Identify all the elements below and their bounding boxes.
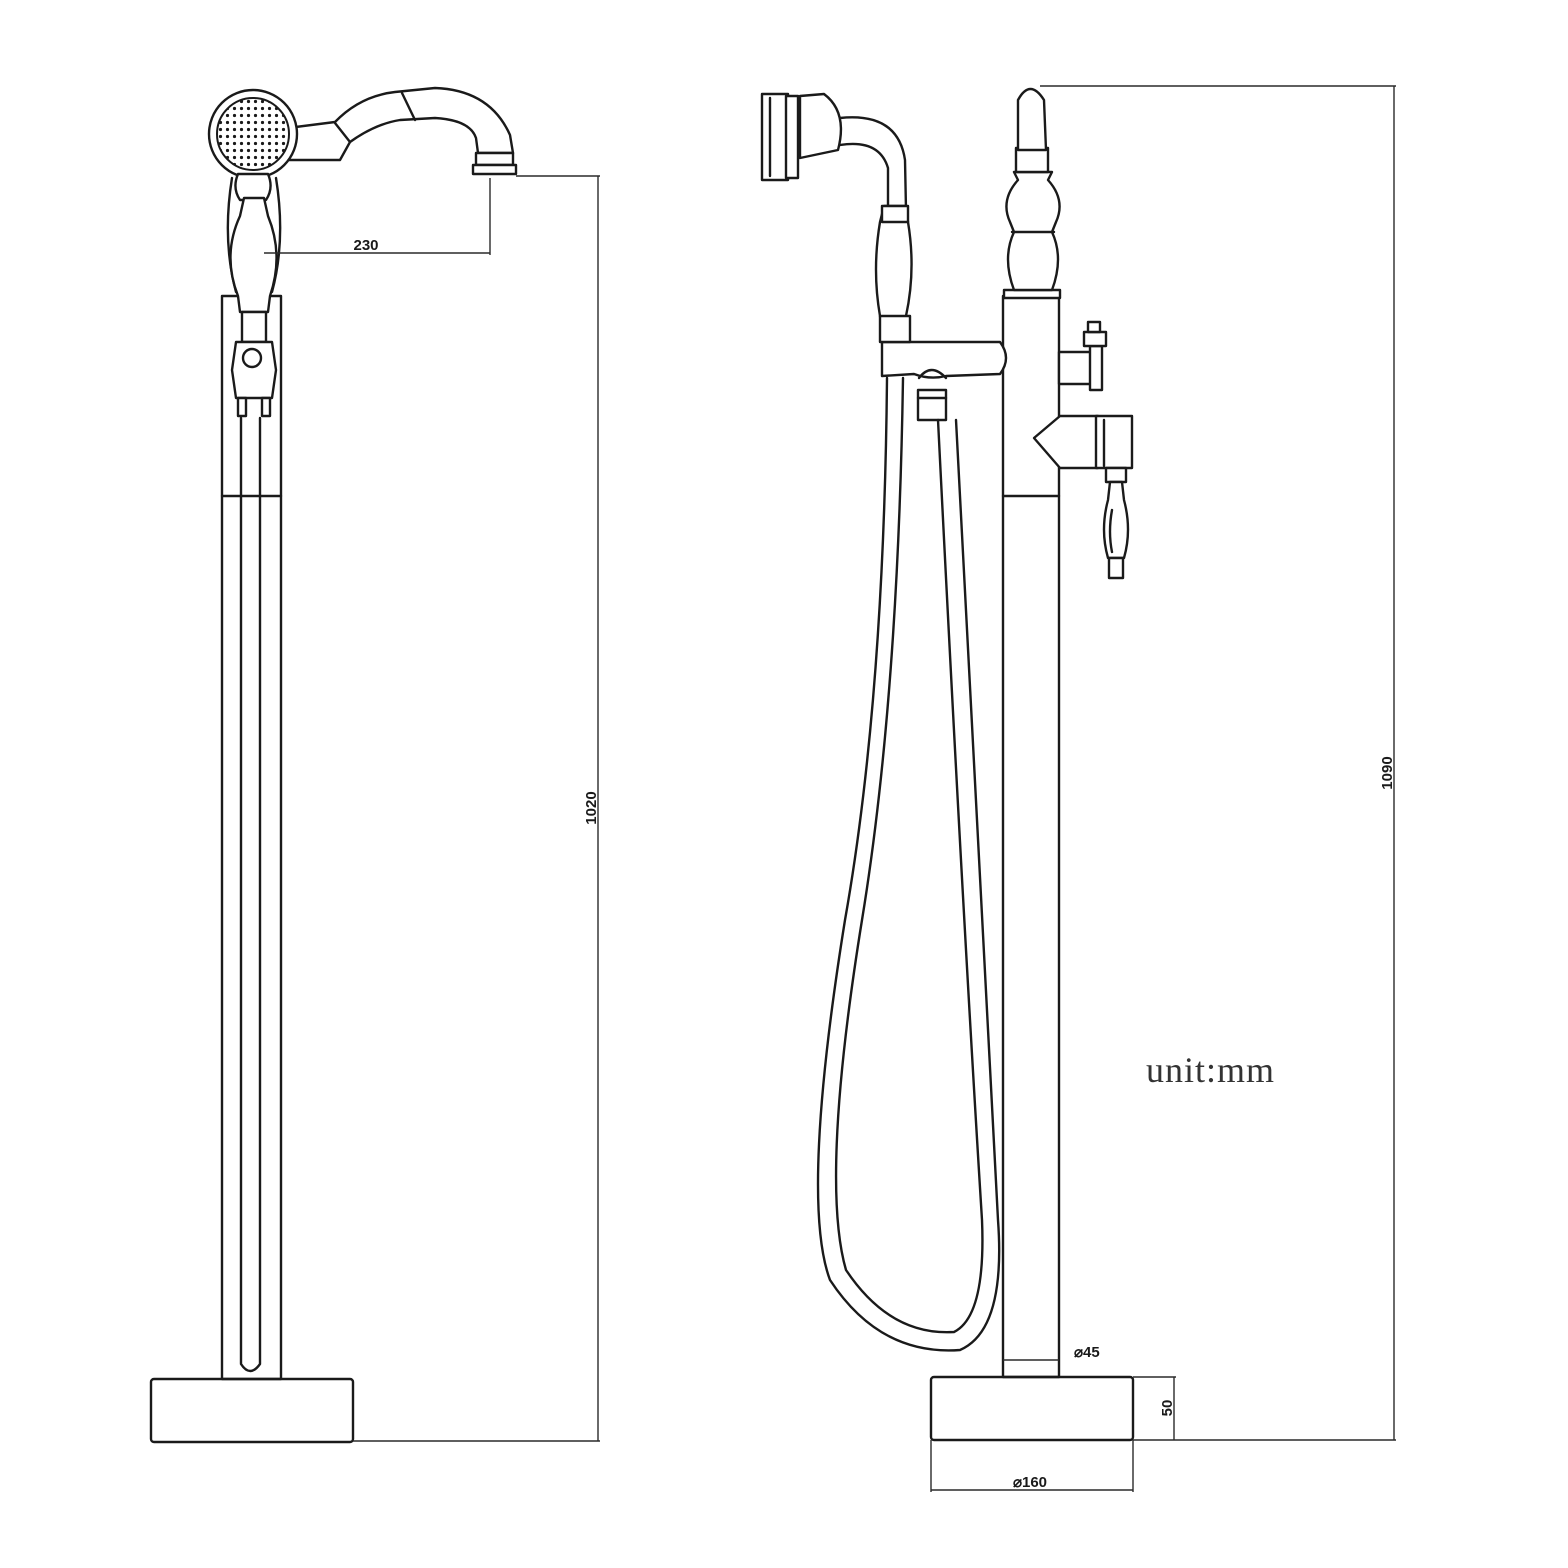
dim-base-diameter: ⌀160 (1013, 1474, 1047, 1491)
front-base (149, 1377, 355, 1444)
side-lever-handle (1016, 87, 1048, 152)
front-view: 230 1020 (149, 86, 600, 1444)
dim-spout-height: 1020 (583, 791, 600, 824)
dim-spout-reach: 230 (353, 237, 378, 254)
side-handshower-neck (838, 116, 908, 212)
side-view: ⌀45 50 ⌀160 1090 (760, 85, 1396, 1492)
unit-note: unit:mm (1146, 1050, 1275, 1090)
front-pipe (220, 294, 283, 1381)
dim-total-height: 1090 (1379, 756, 1396, 789)
side-arm (880, 340, 1008, 379)
front-hose-slot (239, 416, 262, 1373)
dim-pipe-diameter: ⌀45 (1074, 1344, 1100, 1361)
side-cross-handle (1032, 414, 1100, 470)
front-spout (284, 86, 515, 162)
side-base (929, 1375, 1135, 1442)
side-shower-face (760, 92, 790, 182)
front-handshower-handle (229, 196, 278, 314)
side-hose-outer (816, 376, 1001, 1352)
side-hose-inner (834, 376, 984, 1334)
dim-base-height: 50 (1159, 1400, 1176, 1417)
